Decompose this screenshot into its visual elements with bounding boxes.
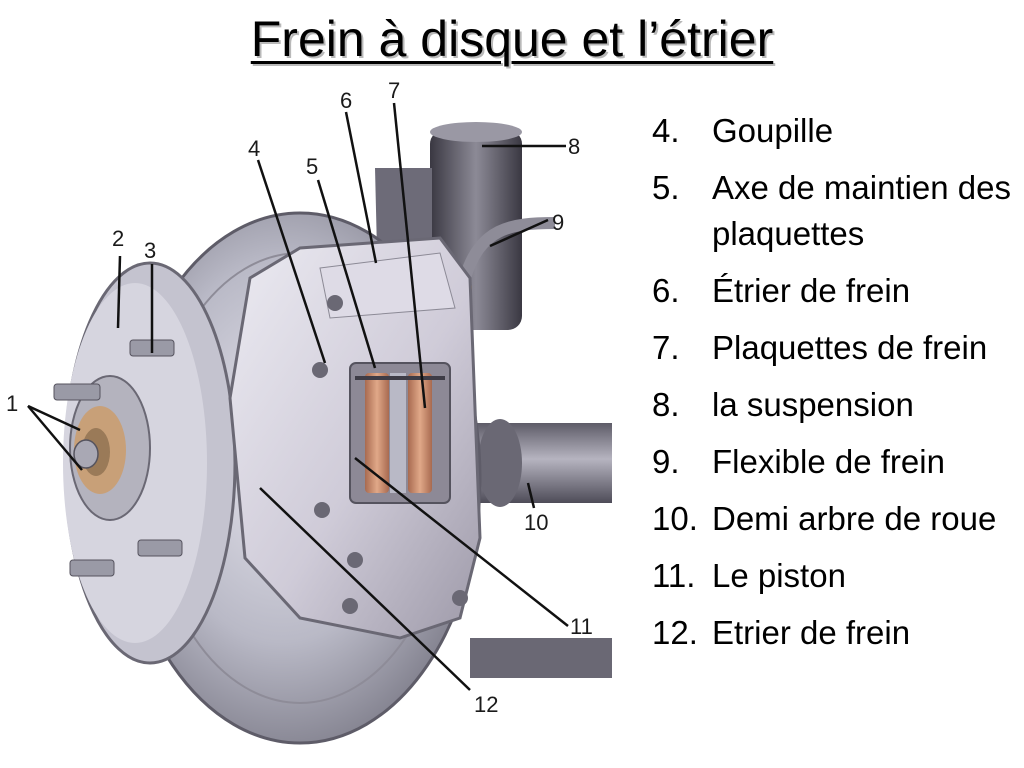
part-number: 10.	[652, 500, 698, 537]
part-label: Goupille	[712, 112, 834, 149]
part-item-6: 6. Étrier de frein	[652, 268, 1020, 314]
part-number: 9.	[652, 443, 680, 480]
part-label: Demi arbre de roue	[712, 500, 997, 537]
part-number: 12.	[652, 614, 698, 651]
callout-3: 3	[144, 238, 156, 263]
part-item-8: 8. la suspension	[652, 382, 1020, 428]
callout-6: 6	[340, 88, 352, 113]
part-number: 6.	[652, 272, 680, 309]
wheel-studs	[53, 339, 183, 577]
part-label: Flexible de frein	[712, 443, 945, 480]
callout-1: 1	[6, 391, 18, 416]
part-item-7: 7. Plaquettes de frein	[652, 325, 1020, 371]
part-item-12: 12. Etrier de frein	[652, 610, 1020, 656]
callout-11: 11	[570, 614, 593, 639]
drive-shaft	[470, 419, 612, 678]
part-label: la suspension	[712, 386, 914, 423]
callout-12: 12	[474, 692, 498, 717]
callout-4: 4	[248, 136, 260, 161]
part-label: Etrier de frein	[712, 614, 911, 651]
callout-7: 7	[388, 78, 400, 103]
part-label: Le piston	[712, 557, 846, 594]
part-item-9: 9. Flexible de frein	[652, 439, 1020, 485]
disc-brake-drawing: 1 2 3 4 5 6 7 8 9 10 11 12	[6, 78, 612, 745]
part-number: 4.	[652, 112, 680, 149]
part-label: Axe de maintien des plaquettes	[712, 169, 1012, 252]
part-item-5: 5. Axe de maintien des plaquettes	[652, 165, 1020, 257]
callout-10: 10	[524, 510, 548, 535]
part-item-11: 11. Le piston	[652, 553, 1020, 599]
callout-2: 2	[112, 226, 124, 251]
part-label: Plaquettes de frein	[712, 329, 988, 366]
part-item-4: 4. Goupille	[652, 108, 1020, 154]
brake-pads	[349, 362, 451, 504]
callout-9: 9	[552, 210, 564, 235]
part-item-10: 10. Demi arbre de roue	[652, 496, 1020, 542]
parts-list: 4. Goupille 5. Axe de maintien des plaqu…	[652, 108, 1020, 667]
disc-brake-illustration: 1 2 3 4 5 6 7 8 9 10 11 12	[0, 78, 612, 768]
callout-5: 5	[306, 154, 318, 179]
part-number: 7.	[652, 329, 680, 366]
part-number: 5.	[652, 169, 680, 206]
part-number: 11.	[652, 557, 696, 594]
leader-lines	[27, 102, 569, 691]
callout-8: 8	[568, 134, 580, 159]
slide-title: Frein à disque et l’étrier	[250, 11, 774, 67]
part-label: Étrier de frein	[712, 272, 911, 309]
part-number: 8.	[652, 386, 680, 423]
wheel-hub	[63, 261, 237, 665]
